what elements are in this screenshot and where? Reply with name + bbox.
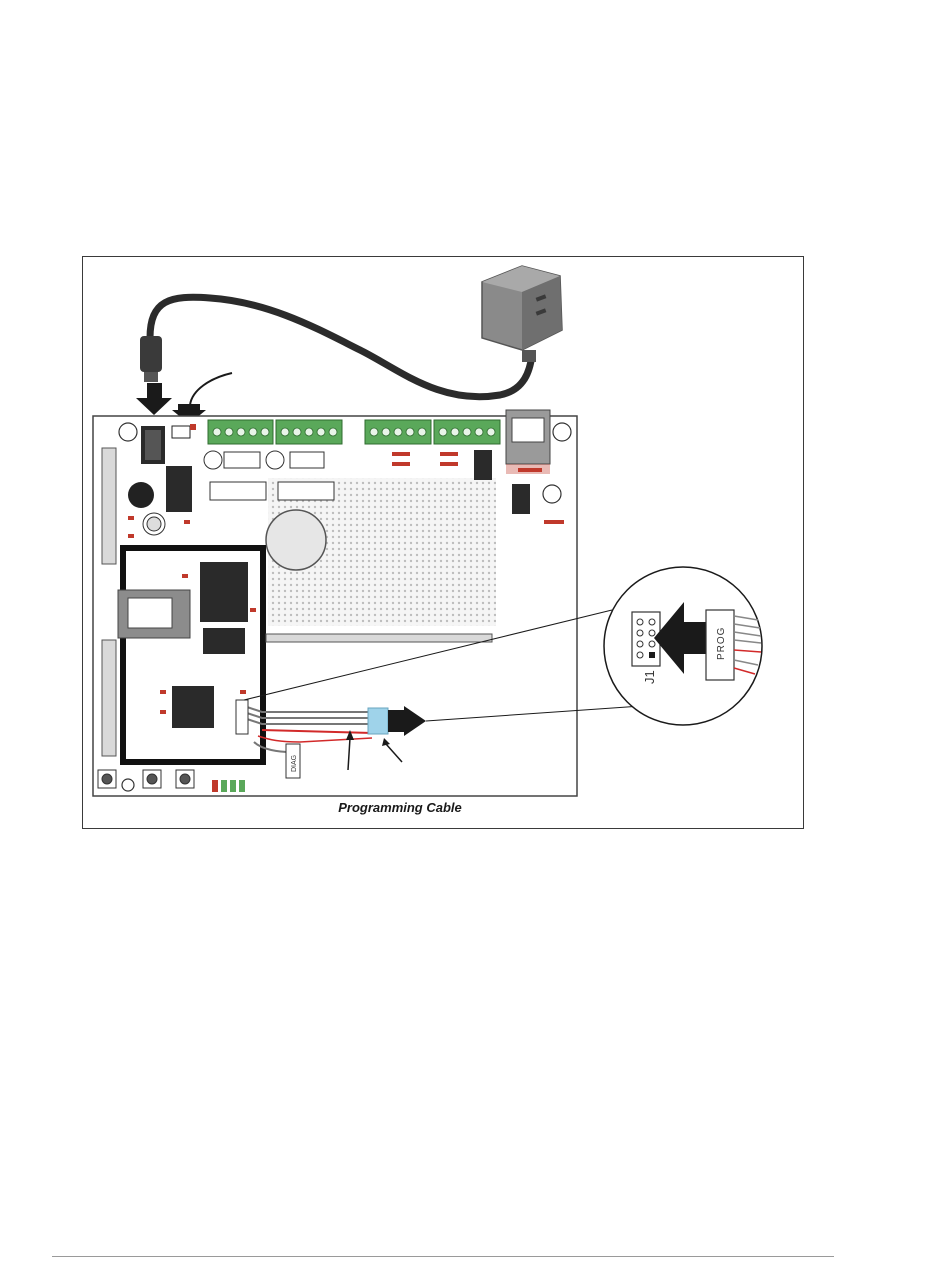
rcm-board — [93, 410, 577, 796]
footer-rule — [52, 1256, 834, 1257]
diag-label: DIAG — [291, 755, 298, 772]
prog-label: PROG — [716, 627, 727, 660]
insert-arrow-icon — [136, 383, 172, 415]
ac-adapter-icon — [482, 266, 562, 362]
figure-caption: Programming Cable — [300, 800, 500, 815]
j1-label: J1 — [642, 670, 657, 684]
power-plug-icon — [140, 336, 162, 382]
connector-inset: J1 PROG — [604, 567, 762, 725]
